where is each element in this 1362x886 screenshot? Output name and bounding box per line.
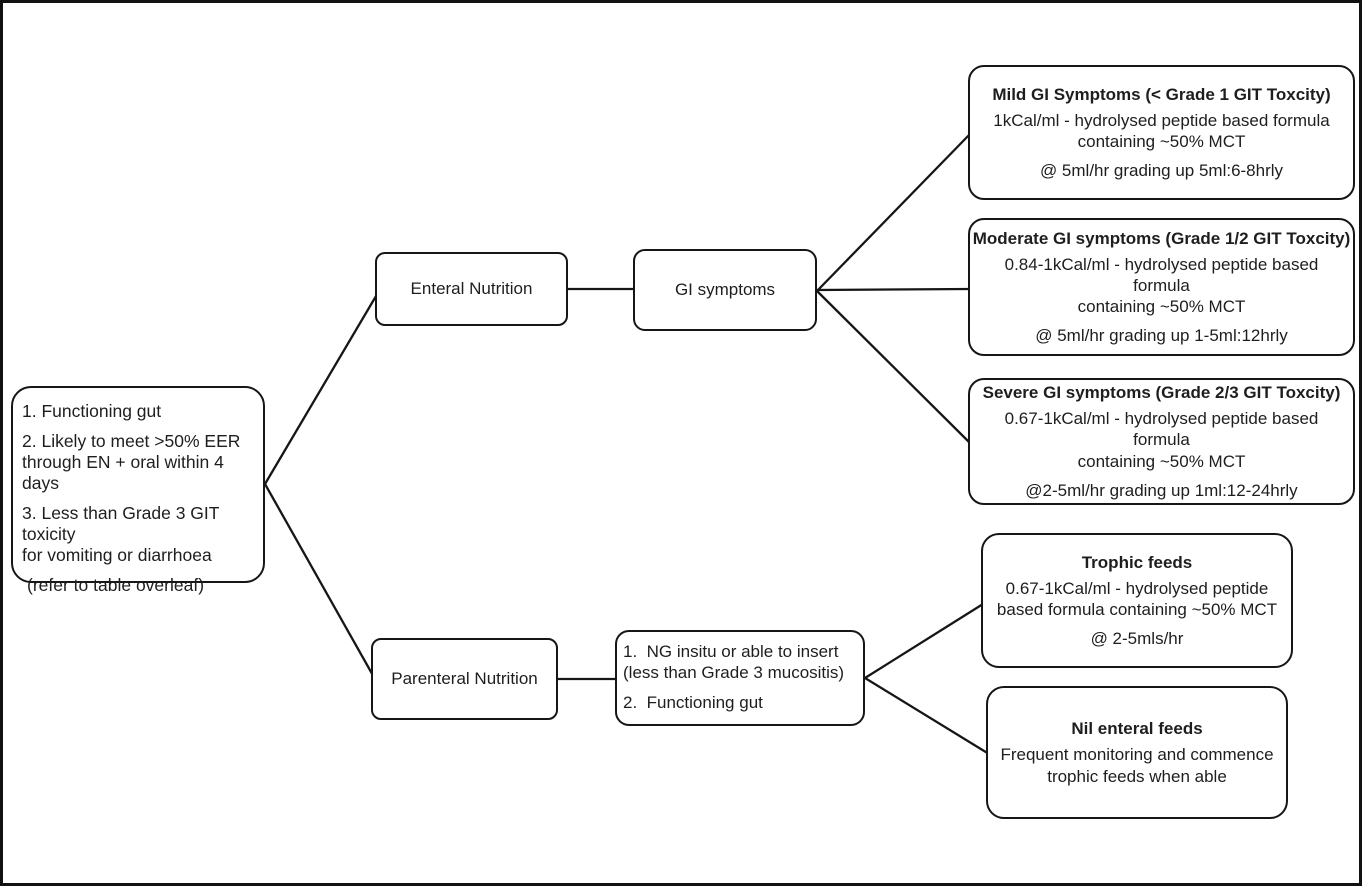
criteria-item-1: 1. Functioning gut — [22, 401, 162, 421]
trophic-rate: @ 2-5mls/hr — [1090, 629, 1184, 649]
node-mild-gi-symptoms: Mild GI Symptoms (< Grade 1 GIT Toxcity)… — [968, 65, 1355, 200]
edge-ng-to-nil — [864, 677, 990, 755]
enteral-nutrition-label: Enteral Nutrition — [410, 279, 533, 298]
nil-title: Nil enteral feeds — [1071, 719, 1203, 739]
ng-criteria-item-1: 1. NG insitu or able to insert (less tha… — [623, 641, 845, 682]
node-gi-symptoms: GI symptoms — [633, 249, 817, 331]
ng-criteria-item-2: 2. Functioning gut — [623, 693, 763, 713]
severe-rate: @2-5ml/hr grading up 1ml:12-24hrly — [1025, 480, 1298, 500]
criteria-note: (refer to table overleaf) — [27, 575, 205, 595]
trophic-formula: 0.67-1kCal/ml - hydrolysed peptide based… — [996, 578, 1278, 619]
edge-criteria-to-parenteral — [263, 483, 377, 680]
gi-symptoms-label: GI symptoms — [674, 280, 776, 299]
connector-lines — [263, 133, 990, 755]
severe-title: Severe GI symptoms (Grade 2/3 GIT Toxcit… — [982, 383, 1341, 403]
node-ng-criteria: 1. NG insitu or able to insert (less tha… — [615, 630, 865, 726]
mild-title: Mild GI Symptoms (< Grade 1 GIT Toxcity) — [992, 84, 1331, 104]
node-moderate-gi-symptoms: Moderate GI symptoms (Grade 1/2 GIT Toxc… — [968, 218, 1355, 356]
node-nil-enteral-feeds: Nil enteral feeds Frequent monitoring an… — [986, 686, 1288, 819]
node-severe-gi-symptoms: Severe GI symptoms (Grade 2/3 GIT Toxcit… — [968, 378, 1355, 505]
parenteral-nutrition-label: Parenteral Nutrition — [391, 669, 538, 688]
mild-rate: @ 5ml/hr grading up 5ml:6-8hrly — [1039, 161, 1284, 181]
trophic-title: Trophic feeds — [1081, 552, 1193, 572]
edge-ng-to-trophic — [864, 603, 984, 679]
edge-gi-to-mild — [816, 133, 971, 292]
edge-gi-to-severe — [816, 290, 971, 444]
mild-formula: 1kCal/ml - hydrolysed peptide based form… — [993, 110, 1330, 151]
node-parenteral-nutrition: Parenteral Nutrition — [371, 638, 558, 720]
severe-formula: 0.67-1kCal/ml - hydrolysed peptide based… — [1004, 409, 1319, 471]
moderate-title: Moderate GI symptoms (Grade 1/2 GIT Toxc… — [972, 228, 1351, 248]
node-entry-criteria: 1. Functioning gut 2. Likely to meet >50… — [11, 386, 265, 595]
nil-instruction: Frequent monitoring and commence trophic… — [1000, 745, 1274, 786]
criteria-item-2: 2. Likely to meet >50% EER through EN + … — [22, 431, 241, 493]
node-trophic-feeds: Trophic feeds 0.67-1kCal/ml - hydrolysed… — [981, 533, 1293, 668]
edge-gi-to-moderate — [816, 287, 971, 292]
edge-criteria-to-enteral — [264, 290, 380, 485]
moderate-rate: @ 5ml/hr grading up 1-5ml:12hrly — [1035, 326, 1288, 346]
criteria-item-3: 3. Less than Grade 3 GIT toxicity for vo… — [22, 503, 220, 565]
moderate-formula: 0.84-1kCal/ml - hydrolysed peptide based… — [1004, 254, 1319, 317]
node-enteral-nutrition: Enteral Nutrition — [375, 252, 568, 326]
